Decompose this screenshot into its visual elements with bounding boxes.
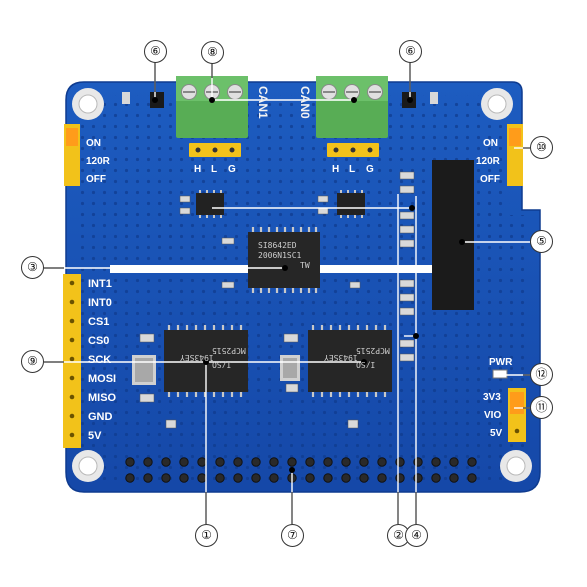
vio-header — [508, 388, 526, 442]
isolator-chip — [248, 232, 320, 288]
header-sck: SCK — [88, 354, 112, 366]
pwr-led — [492, 369, 508, 379]
callout-1: ① — [195, 524, 218, 547]
header-gnd: GND — [88, 411, 113, 423]
vio-header-3v3: 3V3 — [483, 392, 501, 403]
callout-6-right: ⑥ — [399, 40, 422, 63]
header-mosi: MOSI — [88, 373, 117, 385]
callout-3: ③ — [21, 256, 44, 279]
passives — [139, 171, 415, 429]
can0-pin-h: H — [332, 164, 340, 175]
header-5v: 5V — [88, 430, 102, 442]
mcp-left-marking-1: MCP2515 — [212, 346, 246, 355]
can0-terminal — [316, 76, 388, 138]
vio-header-5v: 5V — [490, 428, 503, 439]
callout-11: ⑪ — [530, 396, 553, 419]
callout-12: ⑫ — [530, 363, 553, 386]
left-header — [63, 274, 81, 448]
crystals — [132, 355, 300, 385]
callout-4: ④ — [405, 524, 428, 547]
left-switch-off: OFF — [86, 174, 106, 185]
right-switch-120r: 120R — [476, 156, 500, 167]
header-int0: INT0 — [88, 297, 112, 309]
header-cs1: CS1 — [88, 316, 110, 328]
mcp-right-marking-2: I/SO — [356, 360, 376, 369]
can0-label: CAN0 — [298, 86, 312, 119]
mcp-left-marking-2: I/SO — [212, 360, 232, 369]
right-switch-off: OFF — [480, 174, 500, 185]
header-cs0: CS0 — [88, 335, 110, 347]
can0-pin-l: L — [349, 164, 356, 175]
callout-10: ⑩ — [530, 136, 553, 159]
callout-6-left: ⑥ — [144, 40, 167, 63]
dcdc-module — [432, 160, 474, 310]
pwr-label: PWR — [489, 357, 513, 368]
callout-8: ⑧ — [201, 41, 224, 64]
right-switch-on: ON — [483, 138, 498, 149]
header-int1: INT1 — [88, 278, 112, 290]
isolator-marking-3: TW — [300, 261, 310, 270]
termination-jumpers — [64, 124, 523, 186]
mcp-right-marking-1: MCP2515 — [356, 346, 390, 355]
can-pin-headers — [189, 143, 379, 157]
left-switch-on: ON — [86, 138, 101, 149]
mcp2515-right — [308, 330, 392, 392]
can1-pin-g: G — [228, 164, 236, 175]
vio-header-vio: VIO — [484, 410, 502, 421]
can1-label: CAN1 — [256, 86, 270, 119]
isolator-marking-2: 2006N1SC1 — [258, 251, 302, 260]
can0-pin-g: G — [366, 164, 374, 175]
can1-pin-h: H — [194, 164, 202, 175]
mounting-holes — [72, 88, 532, 482]
header-miso: MISO — [88, 392, 117, 404]
can1-pin-l: L — [211, 164, 218, 175]
mcp-right-marking-3: 1943SEY — [324, 353, 358, 362]
isolator-marking-1: SI8642ED — [258, 241, 297, 250]
mcp-left-marking-3: 1943SEY — [180, 353, 214, 362]
callout-7: ⑦ — [281, 524, 304, 547]
left-switch-120r: 120R — [86, 156, 110, 167]
callout-5: ⑤ — [530, 230, 553, 253]
callout-9: ⑨ — [21, 350, 44, 373]
gpio-40pin — [125, 457, 477, 483]
transceivers — [196, 193, 365, 215]
